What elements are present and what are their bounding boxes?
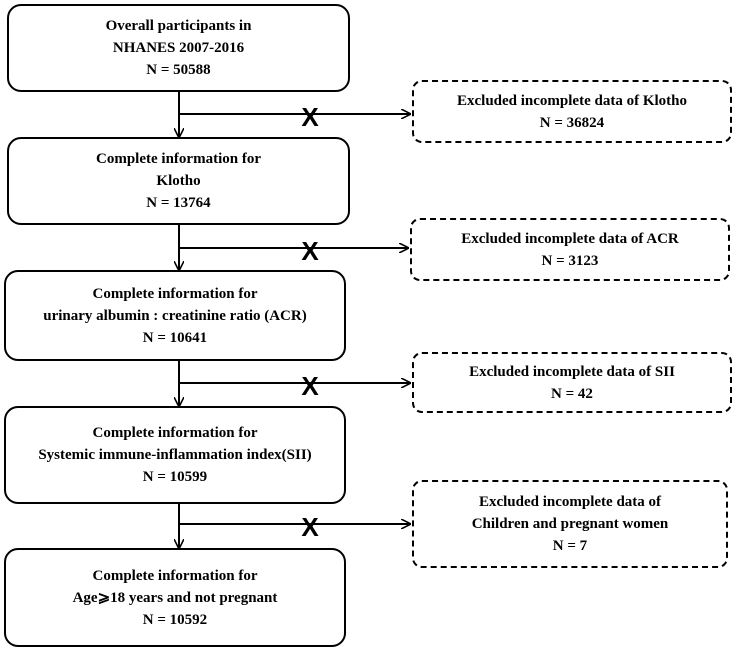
box-excluded-sii: Excluded incomplete data of SII N = 42 <box>412 352 732 413</box>
box-klotho-complete: Complete information for Klotho N = 1376… <box>7 137 350 225</box>
box-acr-complete: Complete information for urinary albumin… <box>4 270 346 361</box>
exclusion-cross-4: X <box>301 512 319 542</box>
box-line: N = 10641 <box>142 329 208 346</box>
box-line: N = 10592 <box>142 611 208 628</box>
box-line: NHANES 2007-2016 <box>112 40 245 56</box>
exclusion-cross-3: X <box>301 371 319 401</box>
box-line: N = 3123 <box>541 252 599 269</box>
box-excluded-klotho: Excluded incomplete data of Klotho N = 3… <box>412 80 732 143</box>
exclusion-cross-2: X <box>301 236 319 266</box>
box-line: Age⩾18 years and not pregnant <box>72 589 278 606</box>
box-excluded-children-pregnant: Excluded incomplete data of Children and… <box>412 480 728 568</box>
box-line: N = 13764 <box>146 195 211 211</box>
box-line: Overall participants in <box>105 18 252 34</box>
box-line: urinary albumin : creatinine ratio (ACR) <box>43 307 307 324</box>
exclusion-cross-1: X <box>301 102 319 132</box>
box-line: Excluded incomplete data of <box>478 494 662 510</box>
box-line: Complete information for <box>96 151 261 167</box>
box-sii-complete: Complete information for Systemic immune… <box>4 406 346 504</box>
box-line: Excluded incomplete data of SII <box>469 363 675 380</box>
box-age-not-pregnant: Complete information for Age⩾18 years an… <box>4 548 346 647</box>
box-excluded-acr: Excluded incomplete data of ACR N = 3123 <box>410 218 730 281</box>
box-line: N = 50588 <box>146 62 211 78</box>
box-line: Complete information for <box>92 285 258 302</box>
box-line: Complete information for <box>92 425 258 441</box>
box-line: N = 36824 <box>539 114 605 131</box>
box-line: Excluded incomplete data of Klotho <box>456 92 687 109</box>
box-line: Complete information for <box>92 567 258 584</box>
box-line: N = 7 <box>552 538 588 554</box>
box-line: N = 42 <box>551 385 593 402</box>
box-line: Children and pregnant women <box>471 516 669 532</box>
box-overall-participants: Overall participants in NHANES 2007-2016… <box>7 4 350 92</box>
box-line: Systemic immune-inflammation index(SII) <box>38 447 312 463</box>
box-line: N = 10599 <box>142 469 208 485</box>
box-line: Excluded incomplete data of ACR <box>461 230 679 247</box>
box-line: Klotho <box>156 173 201 189</box>
